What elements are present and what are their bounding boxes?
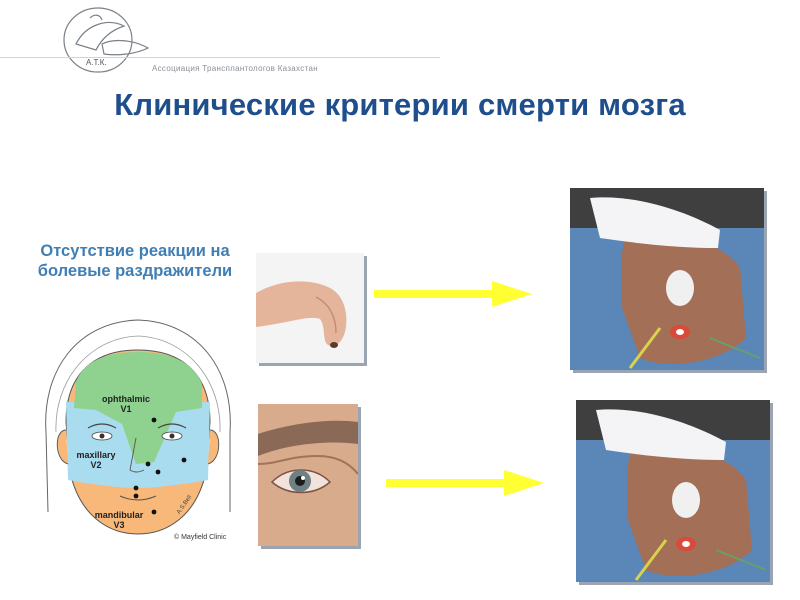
zone-label-mandibular: mandibular V3 [94, 510, 144, 530]
logo-caption: Ассоциация Трансплантологов Казахстан [152, 64, 318, 73]
zone-label-ophthalmic: ophthalmic V1 [101, 394, 150, 414]
arrow-right-upper [374, 279, 534, 309]
logo-text: А.Т.К. [86, 58, 107, 67]
header-rule [0, 57, 440, 58]
association-logo: А.Т.К. [56, 4, 156, 76]
slide-subtitle: Отсутствие реакции на болевые раздражите… [37, 242, 233, 280]
photo-pinching-hand [256, 253, 364, 363]
arrow-right-lower [386, 468, 546, 498]
photo-patient-corneal-test-2 [576, 400, 770, 582]
trigeminal-face-diagram: ophthalmic V1 maxillary V2 mandibular V3… [36, 312, 240, 552]
photo-patient-corneal-test-1 [570, 188, 764, 370]
photo-eye-closeup [258, 404, 358, 546]
slide-title: Клинические критерии смерти мозга [114, 87, 686, 122]
diagram-copyright: © Mayfield Clinic [174, 534, 227, 541]
zone-label-maxillary: maxillary V2 [76, 450, 116, 470]
